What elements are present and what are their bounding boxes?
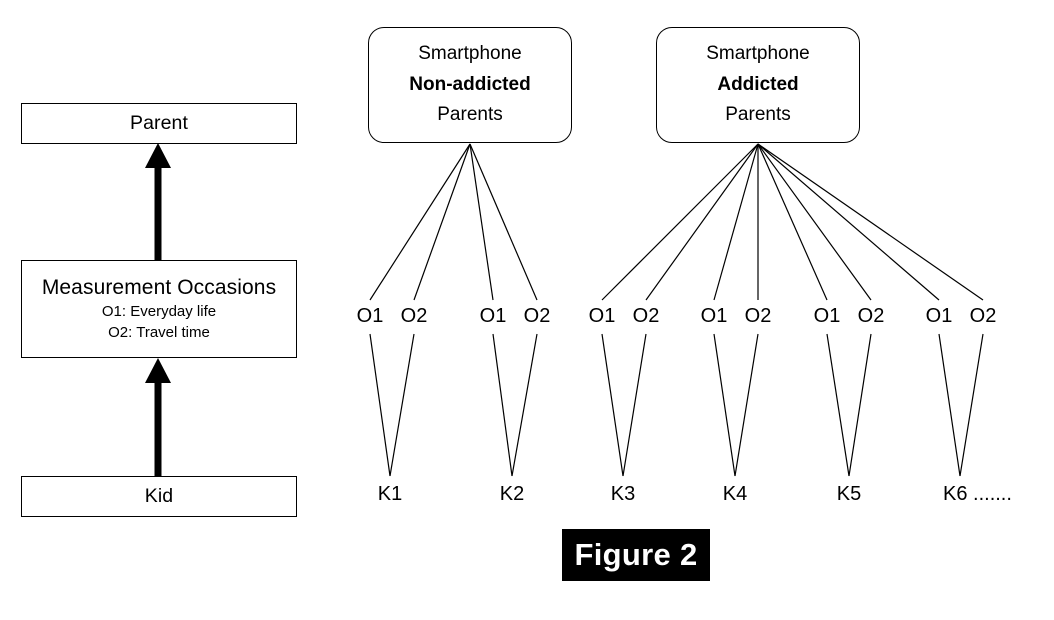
legend-kid-label: Kid xyxy=(144,485,174,508)
legend-occasion-o2: O2: Travel time xyxy=(108,324,210,342)
group-addicted-line1: Smartphone xyxy=(706,42,810,64)
legend-parent-label: Parent xyxy=(129,112,189,135)
occasion-label-k1-o1: O1 xyxy=(356,305,384,327)
occasion-label-k2-o1: O1 xyxy=(479,305,507,327)
kid-label-k5: K5 xyxy=(836,483,862,505)
v-connector-k6 xyxy=(938,333,984,477)
occasion-label-k3-o1: O1 xyxy=(588,305,616,327)
occasion-label-k5-o2: O2 xyxy=(857,305,885,327)
v-connector-k3 xyxy=(601,333,647,477)
occasion-label-k4-o2: O2 xyxy=(744,305,772,327)
v-connector-k1 xyxy=(369,333,415,477)
group-box-non-addicted: Smartphone Non-addicted Parents xyxy=(368,27,572,143)
kid-to-occasions-arrow xyxy=(145,358,171,476)
fan-non-addicted xyxy=(369,143,538,301)
group-addicted-line3: Parents xyxy=(725,104,791,126)
kid-label-k3: K3 xyxy=(610,483,636,505)
legend-parent-box: Parent xyxy=(21,103,297,144)
occasion-label-k4-o1: O1 xyxy=(700,305,728,327)
kid-label-k1: K1 xyxy=(377,483,403,505)
figure-caption-badge: Figure 2 xyxy=(562,529,710,581)
occasion-label-k2-o2: O2 xyxy=(523,305,551,327)
v-connector-k5 xyxy=(826,333,872,477)
kid-label-k2: K2 xyxy=(499,483,525,505)
legend-measurement-occasions-box: Measurement Occasions O1: Everyday life … xyxy=(21,260,297,358)
occasion-label-k1-o2: O2 xyxy=(400,305,428,327)
kid-label-k4: K4 xyxy=(722,483,748,505)
group-non-addicted-line2: Non-addicted xyxy=(409,73,531,95)
occasion-label-k5-o1: O1 xyxy=(813,305,841,327)
occasion-label-k3-o2: O2 xyxy=(632,305,660,327)
v-connector-k2 xyxy=(492,333,538,477)
legend-occasions-title: Measurement Occasions xyxy=(41,275,277,299)
kid-label-k6: K6 ....... xyxy=(943,483,1012,505)
group-addicted-line2: Addicted xyxy=(717,73,799,95)
group-box-addicted: Smartphone Addicted Parents xyxy=(656,27,860,143)
fan-addicted xyxy=(601,143,984,301)
group-non-addicted-line1: Smartphone xyxy=(418,42,522,64)
legend-occasion-o1: O1: Everyday life xyxy=(101,302,217,320)
occasion-label-k6-o2: O2 xyxy=(969,305,997,327)
occasion-label-k6-o1: O1 xyxy=(925,305,953,327)
legend-kid-box: Kid xyxy=(21,476,297,517)
group-non-addicted-line3: Parents xyxy=(437,104,503,126)
occasions-to-parent-arrow xyxy=(145,143,171,260)
v-connector-k4 xyxy=(713,333,759,477)
figure-caption-text: Figure 2 xyxy=(574,537,698,572)
